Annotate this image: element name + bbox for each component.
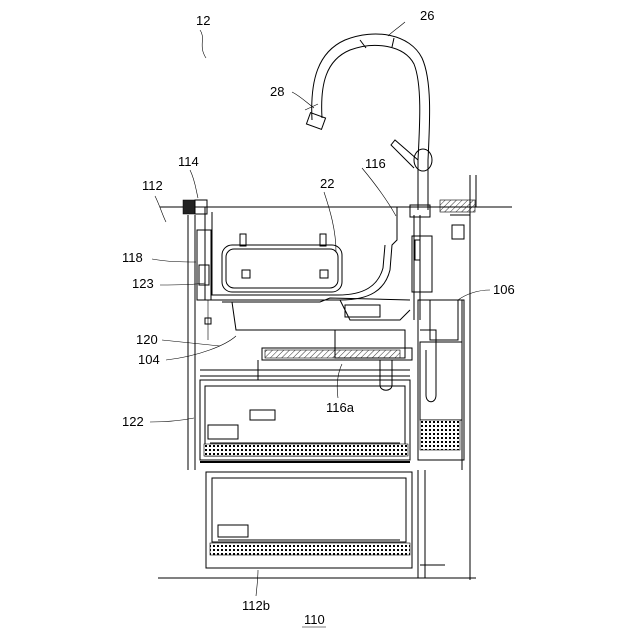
label-112b: 112b (242, 598, 270, 613)
bottom-drawer (206, 472, 412, 568)
control-box (418, 215, 470, 470)
leader-lines (150, 22, 490, 627)
label-12: 12 (196, 13, 210, 28)
label-116a: 116a (326, 400, 355, 415)
label-123: 123 (132, 276, 154, 291)
label-112: 112 (142, 178, 163, 193)
sink-bowl (205, 207, 397, 300)
label-104: 104 (138, 352, 160, 367)
label-114: 114 (178, 154, 199, 169)
label-120: 120 (136, 332, 158, 347)
counter-top (160, 175, 512, 580)
reference-labels: 12 26 28 114 112 116 22 118 123 106 120 … (122, 8, 515, 627)
plumbing (335, 205, 436, 402)
label-110: 110 (304, 612, 325, 627)
lower-drawer (200, 380, 410, 462)
label-26: 26 (420, 8, 434, 23)
label-118: 118 (122, 250, 143, 265)
label-22: 22 (320, 176, 334, 191)
label-122: 122 (122, 414, 144, 429)
label-116: 116 (365, 156, 386, 171)
label-106: 106 (493, 282, 515, 297)
label-28: 28 (270, 84, 284, 99)
